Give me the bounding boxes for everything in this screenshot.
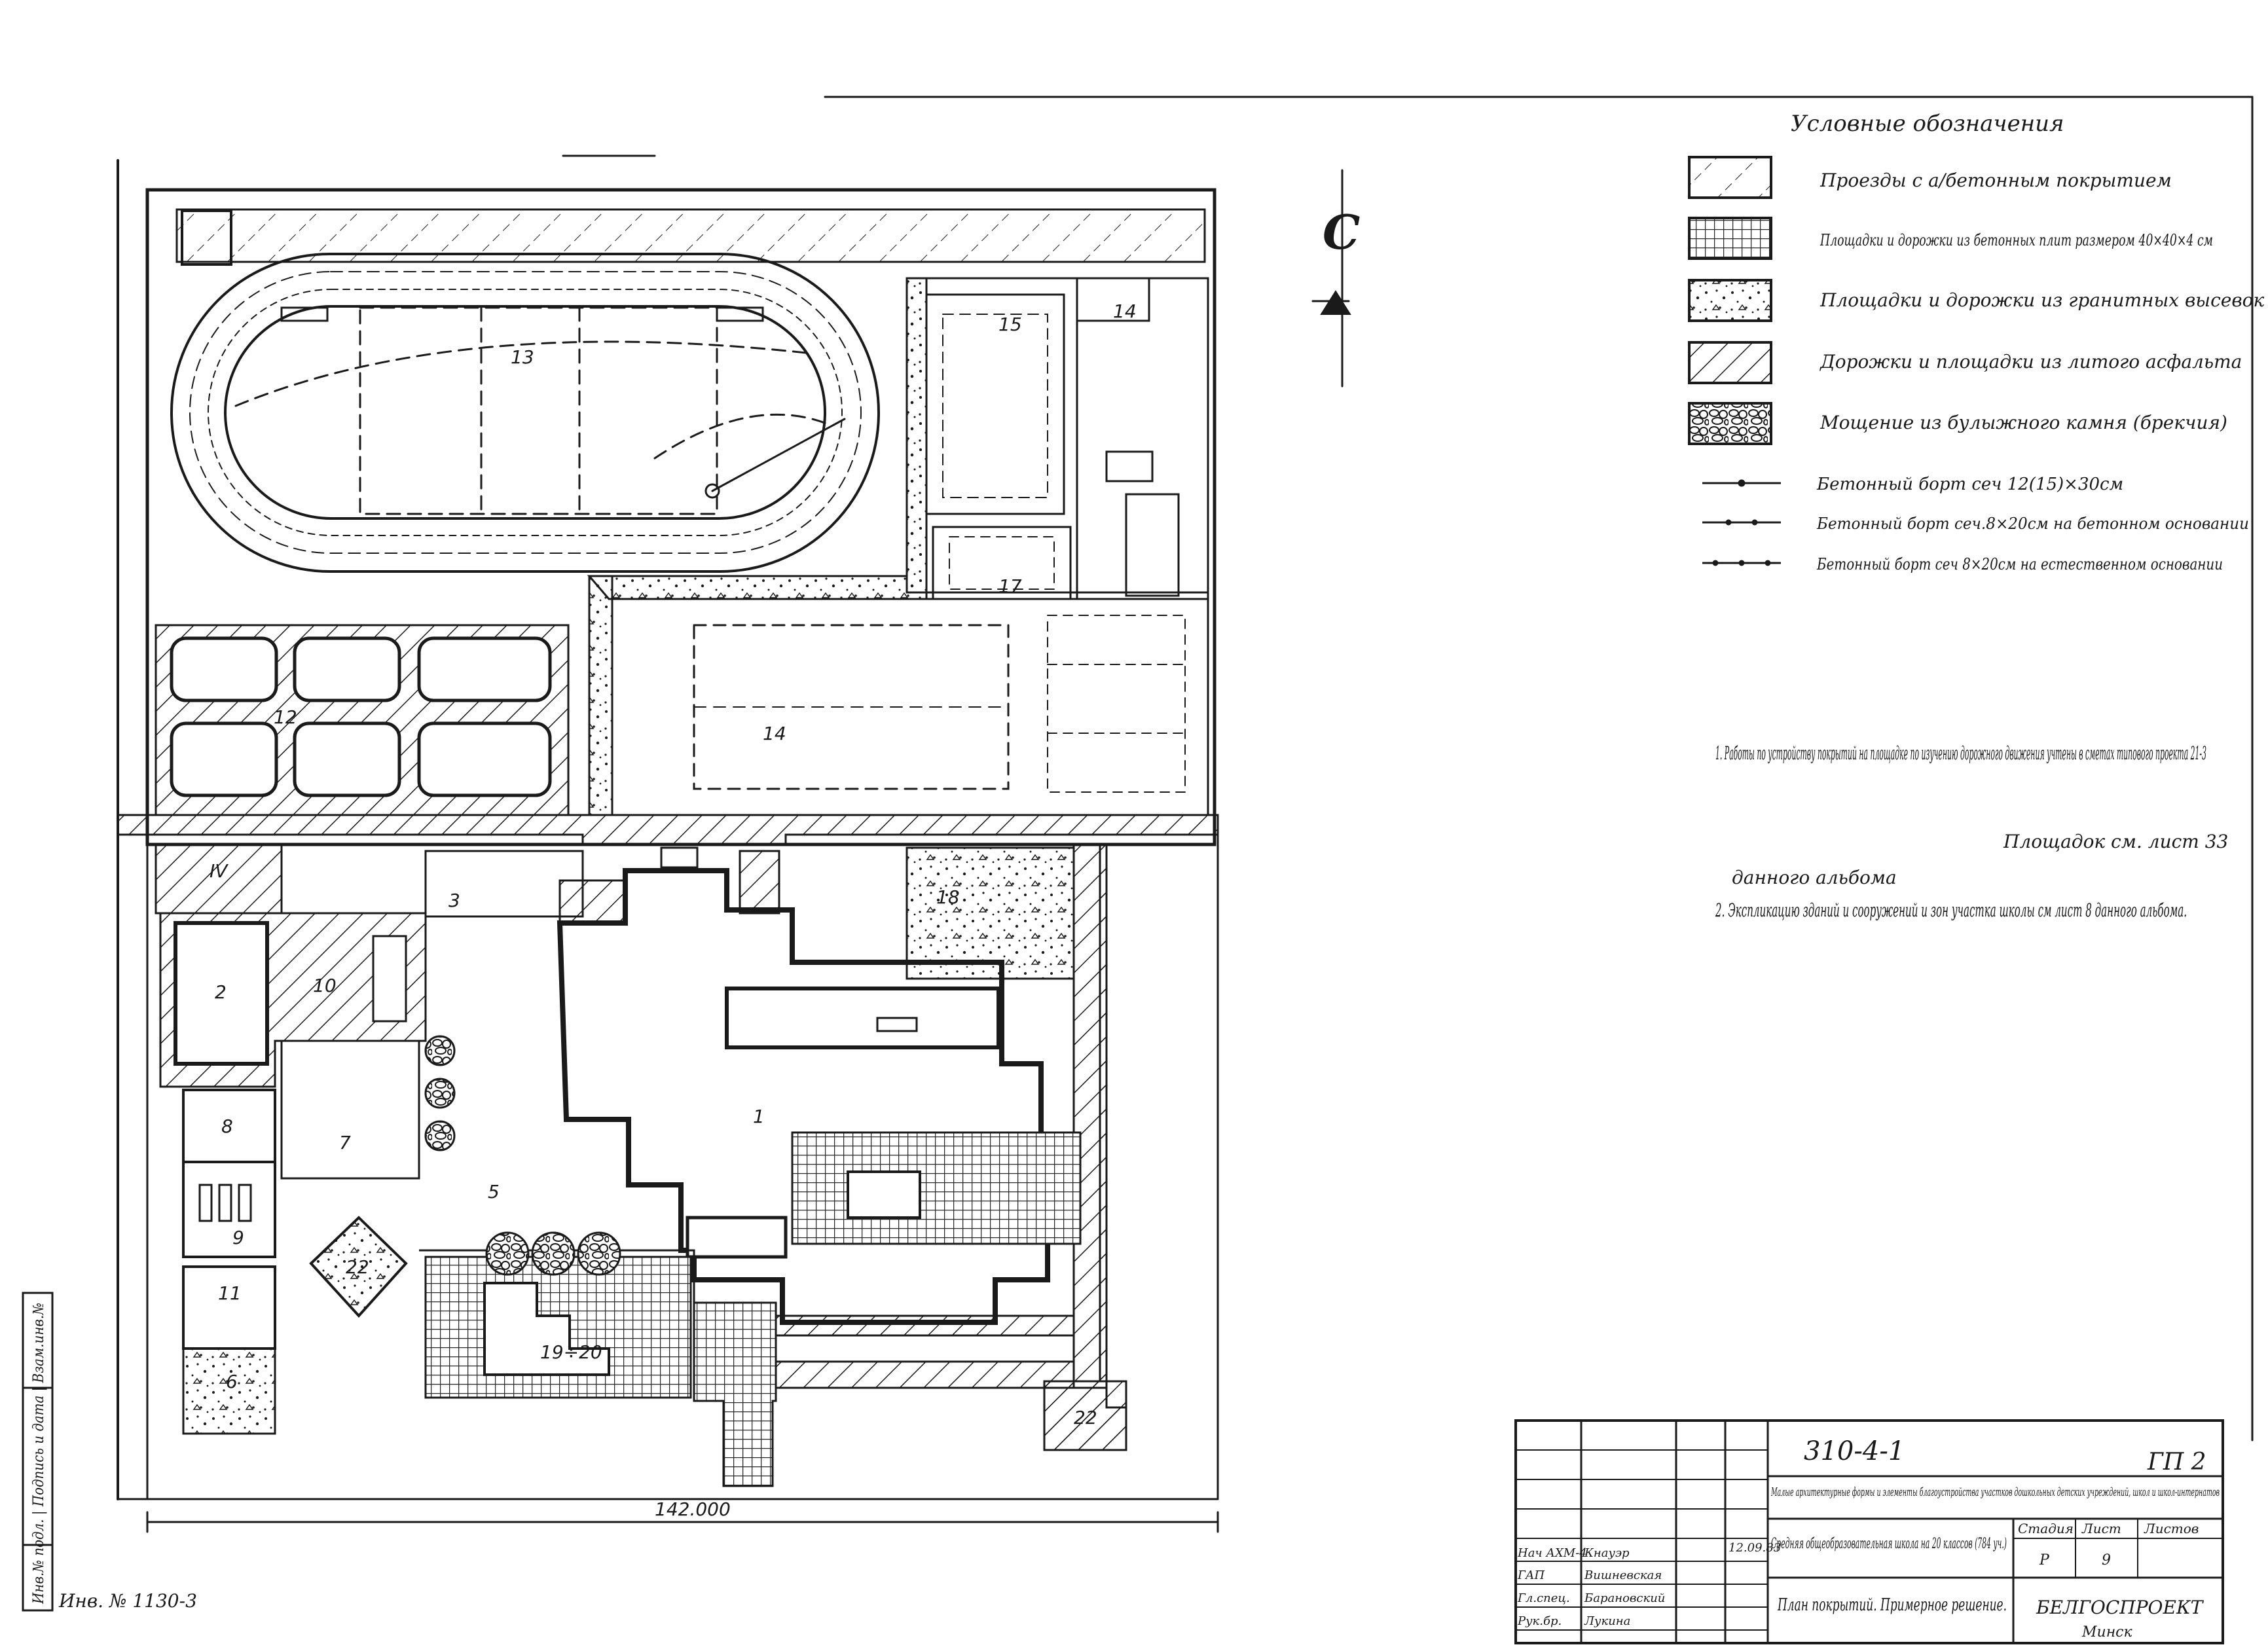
signer-name-4: Лукина: [1584, 1614, 1630, 1628]
trees: [424, 1035, 621, 1276]
football-field: [234, 306, 833, 515]
note-1: 1. Работы по устройству покрытий на площ…: [1715, 742, 2206, 764]
label-7: 8: [221, 1115, 233, 1137]
legend: [1688, 156, 1781, 566]
col-sheet: Лист: [2081, 1521, 2121, 1536]
side-stamp: [22, 1292, 54, 1612]
label-1: 1: [753, 1106, 765, 1127]
org-name: БЕЛГОСПРОЕКТ: [2036, 1597, 2204, 1618]
signer-role-3: Гл.спец.: [1517, 1591, 1570, 1605]
label-3: 3: [448, 890, 460, 911]
signer-role-1: Нач АХМ-4: [1517, 1546, 1587, 1560]
signer-role-2: ГАП: [1517, 1568, 1545, 1582]
album-title: Малые архитектурные формы и элементы бла…: [1770, 1485, 2220, 1499]
signer-role-4: Рук.бр.: [1517, 1614, 1562, 1628]
label-19-20: 18: [936, 886, 960, 908]
signer-name-3: Барановский: [1584, 1591, 1665, 1605]
title-block-text: 310-4-1 ГП 2 Малые архитектурные формы и…: [1517, 1436, 2220, 1640]
org-city: Минск: [2081, 1624, 2133, 1640]
dimension-label: 142.000: [655, 1498, 731, 1520]
label-8: 9: [232, 1227, 244, 1248]
note-3: данного альбома: [1732, 867, 1897, 888]
plan-labels: 13 15 14 17 12 14 IV 3 18 2 10 1 8 7 5 9…: [210, 300, 1137, 1520]
curb-3: Бетонный борт сеч 8×20см на естественном…: [1816, 555, 2223, 573]
stage-value: Р: [2039, 1552, 2050, 1568]
col-stage: Стадия: [2018, 1521, 2074, 1536]
title-block: [1514, 1419, 2224, 1644]
legend-item-3: Площадки и дорожки из гранитных высевок: [1820, 289, 2264, 311]
note-2: Площадок см. лист 33: [2003, 831, 2228, 852]
legend-item-5: Мощение из булыжного камня (брекчия): [1820, 412, 2227, 433]
site-plan: С: [117, 96, 2254, 1533]
legend-title: Условные обозначения: [1791, 111, 2064, 137]
sheet-code: ГП 2: [2147, 1449, 2206, 1476]
drawing-title: План покрытий. Примерное решение.: [1777, 1595, 2007, 1615]
label-12: 12: [274, 706, 297, 728]
label-13: 13: [511, 346, 534, 368]
side-stamp-text: Инв.№ подл. | Подпись и дата | Взам.инв.…: [31, 1303, 47, 1604]
north-arrow: [1311, 169, 1351, 388]
label-22-b: 22: [1074, 1407, 1097, 1428]
label-22-a: 22: [346, 1256, 369, 1278]
note-4: 2. Экспликацию зданий и сооружений и зон…: [1715, 899, 2187, 921]
project-title: Средняя общеобразовательная школа на 20 …: [1771, 1536, 2007, 1552]
label-IV: IV: [210, 860, 229, 882]
inventory-number: Инв. № 1130-3: [58, 1590, 197, 1612]
label-9: 6: [226, 1371, 238, 1392]
greenhouse-beds: [170, 636, 552, 797]
legend-item-1: Проезды с а/бетонным покрытием: [1820, 170, 2172, 191]
signer-name-2: Вишневская: [1584, 1568, 1662, 1582]
sign-date: 12.09.83: [1728, 1541, 1781, 1555]
north-letter: С: [1323, 204, 1360, 260]
curb-2: Бетонный борт сеч.8×20см на бетонном осн…: [1816, 515, 2249, 533]
label-15: 14: [1113, 300, 1137, 322]
label-5: 5: [488, 1181, 500, 1203]
curb-1: Бетонный борт сеч 12(15)×30см: [1816, 475, 2123, 494]
notes: 1. Работы по устройству покрытий на площ…: [1715, 742, 2228, 921]
label-18: 17: [998, 575, 1022, 597]
legend-text: Условные обозначения Проезды с а/бетонны…: [1791, 111, 2264, 573]
label-20-21: 19÷20: [540, 1341, 602, 1363]
label-6: 7: [339, 1132, 351, 1153]
label-2: 2: [215, 981, 227, 1003]
col-sheets: Листов: [2144, 1521, 2199, 1536]
project-code: 310-4-1: [1804, 1436, 1905, 1466]
sheet-value: 9: [2102, 1552, 2111, 1568]
legend-item-4: Дорожки и площадки из литого асфальта: [1819, 351, 2242, 372]
label-11: 11: [218, 1282, 242, 1304]
label-10: 10: [313, 975, 337, 996]
label-17: 15: [998, 314, 1022, 335]
label-14: 14: [763, 723, 786, 744]
legend-item-2: Площадки и дорожки из бетонных плит разм…: [1820, 231, 2213, 249]
signer-name-1: Кнауэр: [1584, 1546, 1630, 1560]
